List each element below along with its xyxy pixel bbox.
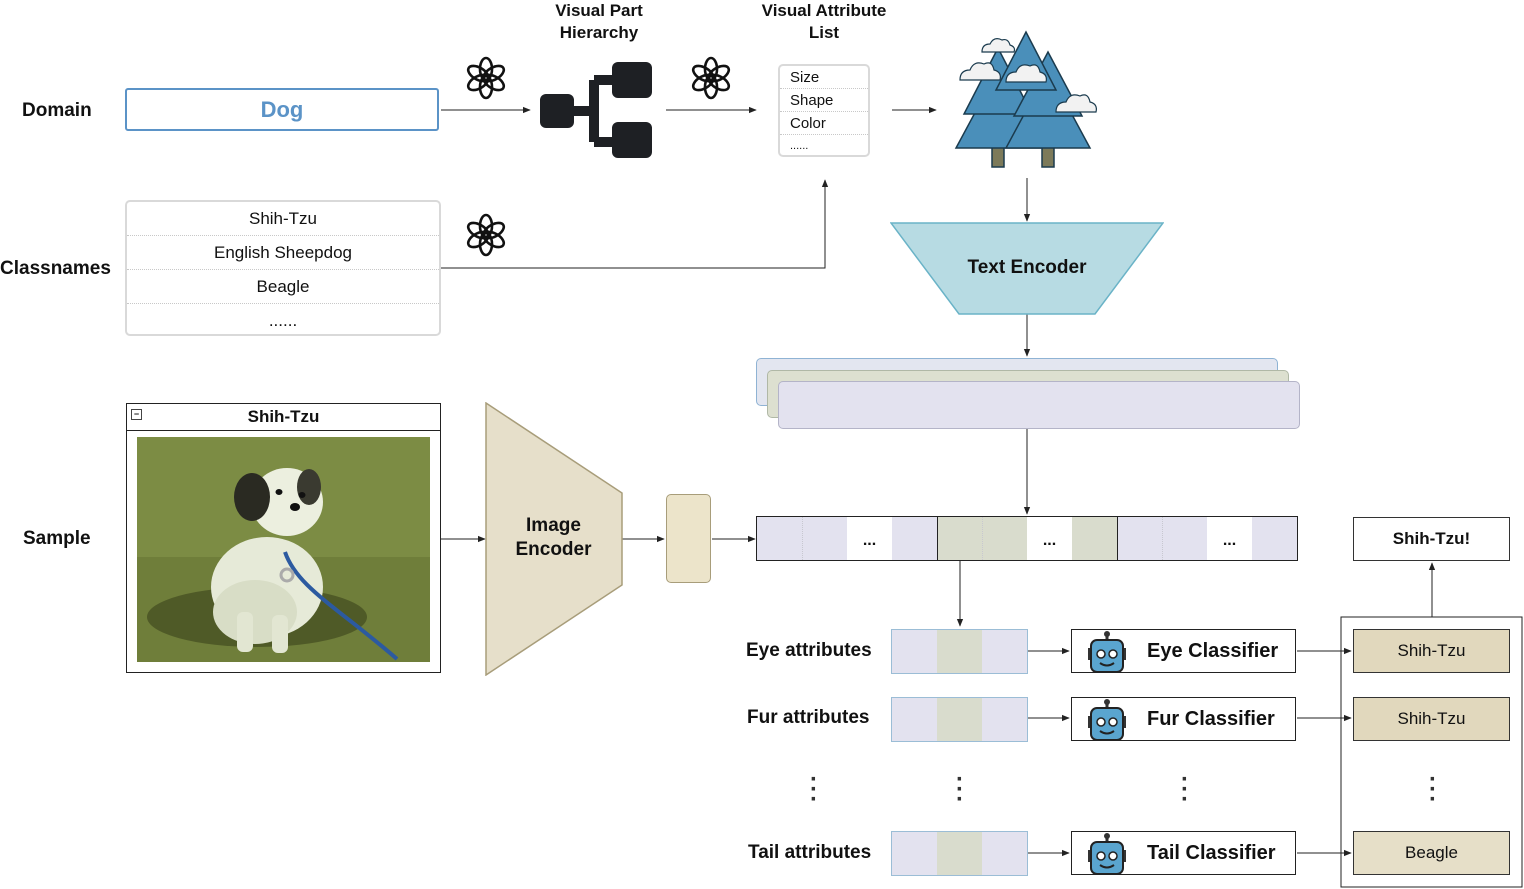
tail-attribute-embedding [891,831,1028,876]
classnames-list: Shih-Tzu English Sheepdog Beagle ...... [125,200,441,336]
fur-attribute-embedding [891,697,1028,742]
image-embedding [666,494,711,583]
tree-icon [954,30,1097,168]
attribute-embedding-row: ... ... ... [756,516,1298,561]
embedding-cell [937,630,982,673]
tail-prediction: Beagle [1353,831,1510,875]
robot-icon [1088,631,1126,673]
embedding-cell [982,832,1027,875]
eye-attribute-embedding [891,629,1028,674]
list-item: Shih-Tzu [127,202,439,236]
fur-prediction: Shih-Tzu [1353,697,1510,741]
openai-logo-icon [466,213,506,257]
embedding-cell [982,517,1027,560]
embedding-cell [802,517,847,560]
collapse-icon[interactable]: − [131,409,142,420]
embedding-cell [1252,517,1297,560]
classnames-label: Classnames [0,258,111,279]
vertical-ellipsis: ··· [1429,766,1437,813]
fur-attributes-label: Fur attributes [747,707,870,728]
list-item: ...... [268,310,298,330]
visual-part-hierarchy-title: Visual Part Hierarchy [555,1,643,42]
fur-classifier: Fur Classifier [1071,697,1296,741]
list-item: Shape [780,89,868,112]
sample-title: Shih-Tzu [247,407,320,426]
embedding-ellipsis: ... [1207,517,1252,560]
embedding-ellipsis: ... [847,517,892,560]
embedding-cell [937,517,982,560]
list-item: Color [780,112,868,135]
vertical-ellipsis: ··· [1181,766,1189,813]
embedding-cell [937,832,982,875]
embedding-cell [892,630,937,673]
visual-attribute-list-title: Visual Attribute List [761,1,887,42]
robot-icon [1088,699,1126,741]
image-encoder-shape [485,402,623,676]
vertical-ellipsis: ··· [956,766,964,813]
eye-prediction: Shih-Tzu [1353,629,1510,673]
sample-card: − Shih-Tzu [126,403,441,673]
hierarchy-icon [540,62,652,158]
sample-label: Sample [23,528,91,549]
eye-classifier-label: Eye Classifier [1147,639,1279,662]
embedding-ellipsis: ... [1027,517,1072,560]
embedding-cell [982,698,1027,741]
tail-classifier: Tail Classifier [1071,831,1296,875]
dog-photo [137,437,430,662]
text-encoder-shape [890,222,1164,315]
embedding-cell [892,517,937,560]
tail-classifier-label: Tail Classifier [1147,841,1276,864]
list-item: ...... [790,140,809,152]
embedding-cell [937,698,982,741]
embedding-cell [892,698,937,741]
text-embedding-stack-front [778,381,1300,429]
fur-classifier-label: Fur Classifier [1147,707,1275,730]
domain-label: Domain [22,100,92,121]
list-item: Size [780,66,868,89]
embedding-cell [982,630,1027,673]
text-encoder-label: Text Encoder [967,257,1087,278]
embedding-cell [1117,517,1162,560]
final-output: Shih-Tzu! [1353,517,1510,561]
list-item: Beagle [127,270,439,304]
eye-classifier: Eye Classifier [1071,629,1296,673]
tail-attributes-label: Tail attributes [748,842,872,863]
visual-attribute-list: Size Shape Color ...... [778,64,870,157]
openai-logo-icon [691,56,731,100]
domain-value: Dog [260,96,304,122]
openai-logo-icon [466,56,506,100]
robot-icon [1088,833,1126,875]
sample-header: − Shih-Tzu [127,404,440,431]
embedding-cell [757,517,802,560]
eye-attributes-label: Eye attributes [746,640,872,661]
embedding-cell [1072,517,1117,560]
list-item: English Sheepdog [127,236,439,270]
domain-box: Dog [125,88,439,131]
image-encoder-label: Image Encoder [515,515,592,560]
vertical-ellipsis: ··· [810,766,818,813]
embedding-cell [892,832,937,875]
embedding-cell [1162,517,1207,560]
